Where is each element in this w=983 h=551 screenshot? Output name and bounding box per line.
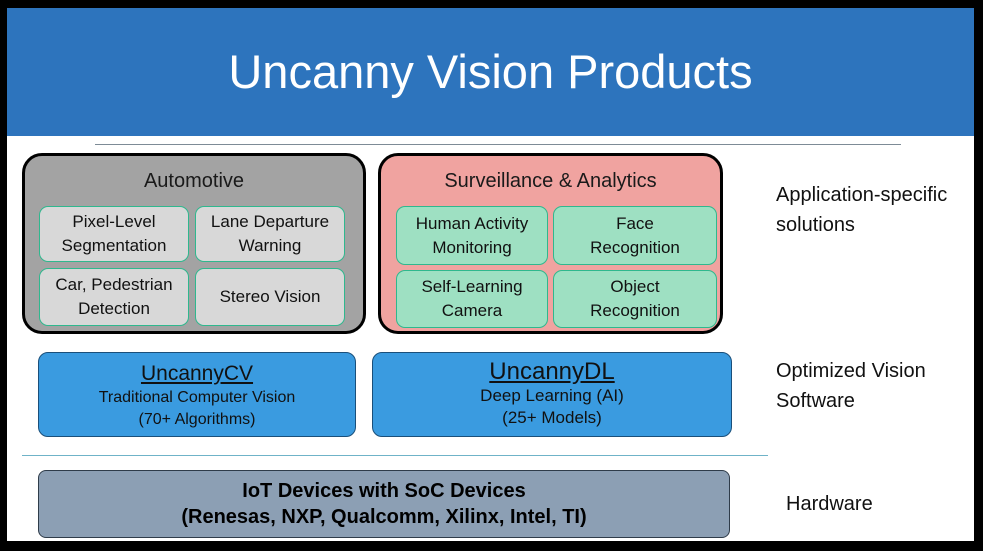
label-optimized-software: Optimized Vision Software — [776, 356, 926, 416]
side-label-line: Application-specific — [776, 184, 948, 206]
side-label-line: Hardware — [786, 493, 873, 515]
tile-line: Self-Learning — [421, 277, 523, 296]
tile-line: Face — [616, 213, 654, 233]
uncannydl-name: UncannyDL — [489, 358, 615, 385]
title-banner: Uncanny Vision Products — [7, 8, 974, 136]
tile-line: Car, Pedestrian — [55, 275, 173, 294]
side-label-line: Optimized Vision — [776, 360, 926, 382]
tile-line: Recognition — [590, 301, 680, 320]
uncannycv-box: UncannyCV Traditional Computer Vision (7… — [38, 352, 356, 437]
slide: Uncanny Vision Products Automotive Pixel… — [7, 8, 974, 541]
slide-title: Uncanny Vision Products — [228, 45, 753, 98]
tile-line: Pixel-Level — [72, 212, 156, 231]
tile-line: Human Activity — [415, 213, 529, 233]
hardware-line1: IoT Devices with SoC Devices — [242, 480, 526, 502]
tile-line: Warning — [238, 236, 302, 255]
hardware-divider — [22, 455, 768, 456]
tile-line: Lane Departure — [210, 212, 330, 231]
label-hardware: Hardware — [786, 489, 873, 519]
tile-stereo-vision: Stereo Vision — [195, 268, 345, 326]
uncannycv-name: UncannyCV — [140, 362, 254, 385]
tile-line: Detection — [78, 299, 150, 318]
tile-line: Recognition — [590, 237, 680, 257]
tile-line: Camera — [441, 301, 503, 320]
side-label-line: Software — [776, 390, 855, 412]
automotive-title: Automotive — [143, 170, 245, 192]
tile-line: Monitoring — [432, 237, 512, 257]
label-application-specific: Application-specific solutions — [776, 180, 947, 240]
tile-line: Object — [610, 277, 660, 296]
uncannycv-line2: (70+ Algorithms) — [138, 411, 256, 428]
tile-line: Segmentation — [61, 236, 167, 255]
tile-line: Stereo Vision — [219, 287, 321, 306]
top-divider — [95, 144, 901, 145]
surveillance-title: Surveillance & Analytics — [444, 170, 657, 192]
hardware-line2: (Renesas, NXP, Qualcomm, Xilinx, Intel, … — [181, 506, 587, 528]
uncannydl-box: UncannyDL Deep Learning (AI) (25+ Models… — [372, 352, 732, 437]
side-label-line: solutions — [776, 214, 855, 236]
uncannydl-line2: (25+ Models) — [502, 408, 602, 427]
hardware-box: IoT Devices with SoC Devices (Renesas, N… — [38, 470, 730, 538]
uncannycv-line1: Traditional Computer Vision — [98, 389, 296, 406]
uncannydl-line1: Deep Learning (AI) — [480, 386, 624, 405]
